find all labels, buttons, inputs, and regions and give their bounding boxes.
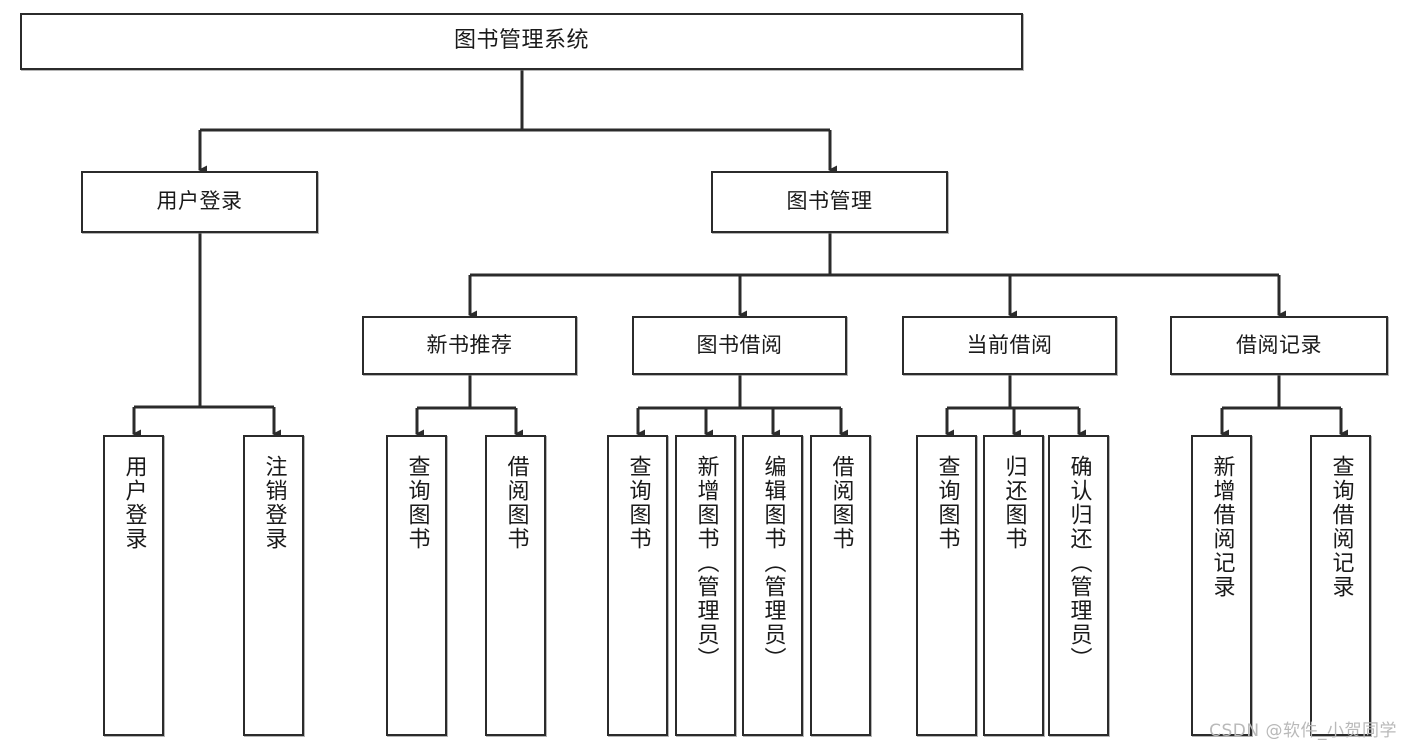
node-label: 图书管理系统 — [453, 28, 589, 54]
node-leaf-bb-edit-book[interactable]: 编辑图书（管理员） — [742, 435, 803, 736]
node-l3-borrow-record[interactable]: 借阅记录 — [1170, 316, 1388, 375]
node-leaf-logout[interactable]: 注销登录 — [243, 435, 304, 736]
node-l2-user-login[interactable]: 用户登录 — [81, 171, 318, 233]
node-label: 用户登录 — [156, 189, 243, 214]
node-leaf-br-query-record[interactable]: 查询借阅记录 — [1310, 435, 1371, 736]
node-leaf-user-login[interactable]: 用户登录 — [103, 435, 164, 736]
node-label: 借阅记录 — [1236, 332, 1322, 357]
node-l2-book-mgmt[interactable]: 图书管理 — [711, 171, 948, 233]
node-label: 归还图书 — [1001, 455, 1027, 551]
node-root[interactable]: 图书管理系统 — [20, 13, 1023, 70]
node-leaf-bb-borrow-book[interactable]: 借阅图书 — [810, 435, 871, 736]
node-leaf-cb-query-book[interactable]: 查询图书 — [916, 435, 977, 736]
node-label: 图书管理 — [786, 189, 873, 214]
node-leaf-br-add-record[interactable]: 新增借阅记录 — [1191, 435, 1252, 736]
node-label: 当前借阅 — [966, 332, 1053, 357]
node-label: 借阅图书 — [503, 455, 529, 551]
node-leaf-bb-add-book[interactable]: 新增图书（管理员） — [675, 435, 736, 736]
node-l3-new-book-rec[interactable]: 新书推荐 — [362, 316, 577, 375]
node-label: 图书借阅 — [696, 332, 783, 357]
node-l3-book-borrow[interactable]: 图书借阅 — [632, 316, 847, 375]
node-label: 编辑图书（管理员） — [760, 455, 786, 671]
node-leaf-rec-borrow-book[interactable]: 借阅图书 — [485, 435, 546, 736]
node-label: 确认归还（管理员） — [1066, 455, 1092, 671]
node-label: 注销登录 — [261, 455, 287, 551]
node-l3-current-borrow[interactable]: 当前借阅 — [902, 316, 1117, 375]
node-leaf-rec-query-book[interactable]: 查询图书 — [386, 435, 447, 736]
node-label: 查询图书 — [404, 455, 430, 551]
node-label: 新书推荐 — [426, 332, 513, 357]
node-label: 新增图书（管理员） — [693, 455, 719, 671]
node-label: 查询图书 — [934, 455, 960, 551]
node-label: 用户登录 — [121, 455, 147, 551]
node-leaf-bb-query-book[interactable]: 查询图书 — [607, 435, 668, 736]
node-leaf-cb-return-book[interactable]: 归还图书 — [983, 435, 1044, 736]
node-label: 查询图书 — [625, 455, 651, 551]
node-label: 借阅图书 — [828, 455, 854, 551]
node-label: 新增借阅记录 — [1209, 455, 1235, 599]
node-leaf-cb-confirm-return[interactable]: 确认归还（管理员） — [1048, 435, 1109, 736]
node-label: 查询借阅记录 — [1328, 455, 1354, 599]
edge-group — [132, 70, 1349, 439]
